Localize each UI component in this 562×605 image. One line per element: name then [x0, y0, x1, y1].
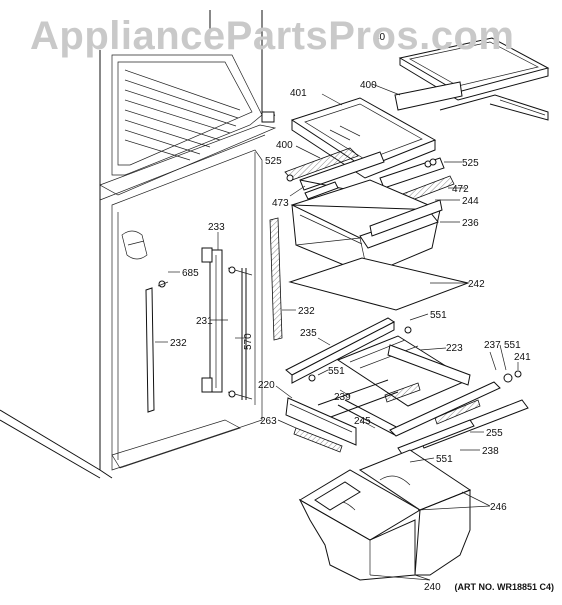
shelf-rail-232-left: [145, 280, 169, 413]
callout-236: 236: [462, 218, 479, 229]
callout-255: 255: [486, 428, 503, 439]
callout-labels: 40 400 401 400 525 525 472 473 244 236 2…: [170, 32, 531, 593]
callout-240: 240: [424, 582, 441, 593]
callout-40: 40: [374, 32, 386, 43]
callout-235: 235: [300, 328, 317, 339]
callout-263: 263: [260, 416, 277, 427]
trim-263: [293, 427, 343, 453]
crisper-pan-236: [286, 160, 443, 276]
callout-473: 473: [272, 198, 289, 209]
callout-223: 223: [446, 343, 463, 354]
callout-242: 242: [468, 279, 485, 290]
callout-220: 220: [258, 380, 275, 391]
callout-246: 246: [490, 502, 507, 513]
art-number: (ART NO. WR18851 C4): [454, 582, 554, 592]
callout-233: 233: [208, 222, 225, 233]
callout-232: 232: [170, 338, 187, 349]
callout-685: 685: [182, 268, 199, 279]
callout-472: 472: [452, 184, 469, 195]
callout-551: 551: [430, 310, 447, 321]
shelf-frame-223: [285, 317, 471, 407]
callout-244: 244: [462, 196, 479, 207]
callout-551: 551: [504, 340, 521, 351]
callout-551: 551: [328, 366, 345, 377]
cap-241: [503, 370, 522, 383]
support-rod-570: [227, 266, 253, 400]
callout-237: 237: [484, 340, 501, 351]
callout-525: 525: [265, 156, 282, 167]
callout-231: 231: [196, 316, 213, 327]
callout-245: 245: [354, 416, 371, 427]
crisper-drawers-240: [298, 449, 472, 581]
callout-570: 570: [243, 333, 254, 350]
callout-241: 241: [514, 352, 531, 363]
crisper-cover-242: [288, 257, 470, 311]
refrigerator-cabinet: [0, 10, 277, 479]
callout-401: 401: [290, 88, 307, 99]
shelf-rail-232-right: [269, 217, 283, 341]
bracket-220: [285, 397, 357, 446]
rail-237: [389, 381, 501, 437]
shelf-400-top: [394, 37, 550, 121]
rail-238: [397, 419, 475, 455]
leader-lines: [155, 83, 519, 581]
callout-525: 525: [462, 158, 479, 169]
freezer-shelf-wire: [124, 69, 241, 161]
callout-232: 232: [298, 306, 315, 317]
support-frame-239: [317, 379, 403, 436]
callout-551: 551: [436, 454, 453, 465]
callout-238: 238: [482, 446, 499, 457]
shelf-rail-231: [201, 247, 223, 393]
callout-400: 400: [276, 140, 293, 151]
callout-400: 400: [360, 80, 377, 91]
callout-239: 239: [334, 392, 351, 403]
